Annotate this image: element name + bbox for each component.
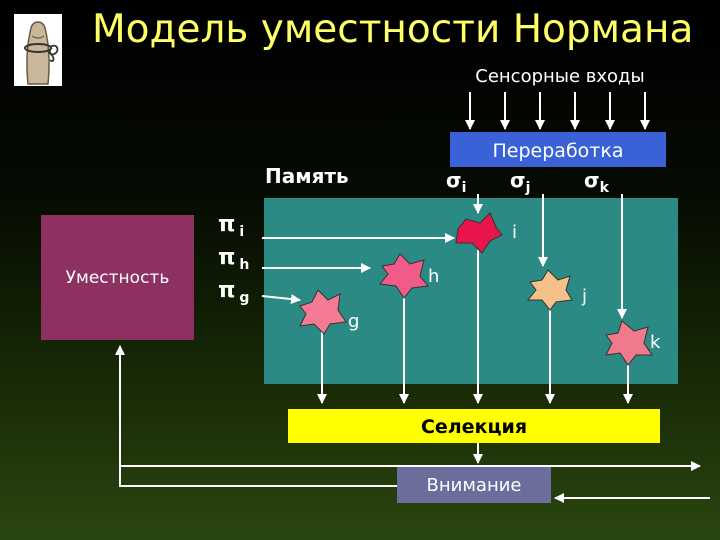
attention-box: Внимание	[397, 467, 551, 503]
node-j	[526, 269, 573, 311]
sigma-symbol: σ	[510, 168, 526, 192]
sigma-sub: j	[525, 180, 531, 196]
pi-sub: h	[239, 257, 250, 274]
pi-sub: g	[239, 290, 250, 307]
node-g	[299, 289, 347, 335]
node-h	[379, 253, 429, 299]
page-title: Модель уместности Нормана	[92, 7, 694, 52]
pi-symbol: π	[218, 212, 236, 237]
sigma-symbol: σ	[446, 168, 462, 192]
pi-symbol: π	[218, 245, 236, 270]
processing-box: Переработка	[450, 132, 666, 167]
node-g-shape	[299, 289, 347, 335]
sigma-sub: k	[599, 180, 609, 196]
node-h-label: h	[428, 266, 440, 287]
attention-label: Внимание	[426, 475, 522, 496]
pi-sub: i	[239, 224, 245, 241]
node-k-label: k	[650, 332, 661, 353]
sigma-symbol: σ	[584, 168, 600, 192]
sigma-sub: i	[461, 180, 467, 196]
finger-with-string-icon	[14, 14, 62, 86]
node-i	[455, 212, 503, 254]
node-j-shape	[526, 269, 573, 311]
node-i-label: i	[512, 222, 518, 243]
processing-label: Переработка	[492, 140, 624, 162]
node-g-label: g	[348, 311, 360, 332]
memory-label: Память	[265, 164, 349, 188]
node-k-shape	[605, 320, 653, 366]
selection-label: Селекция	[420, 416, 528, 438]
pi-g-arrow	[261, 294, 301, 305]
node-k	[605, 320, 653, 366]
node-i-shape	[455, 212, 503, 254]
relevance-box: Уместность	[41, 215, 194, 340]
selection-box: Селекция	[288, 409, 660, 443]
relevance-label: Уместность	[65, 267, 170, 288]
sigma-k: σk	[584, 168, 609, 196]
node-j-label: j	[582, 286, 588, 307]
node-h-shape	[379, 253, 429, 299]
feedback-arrow	[115, 345, 397, 487]
sigma-i: σi	[446, 168, 466, 196]
sensory-inputs-label: Сенсорные входы	[475, 66, 645, 87]
pi-symbol: π	[218, 278, 236, 303]
sigma-j: σj	[510, 168, 530, 196]
